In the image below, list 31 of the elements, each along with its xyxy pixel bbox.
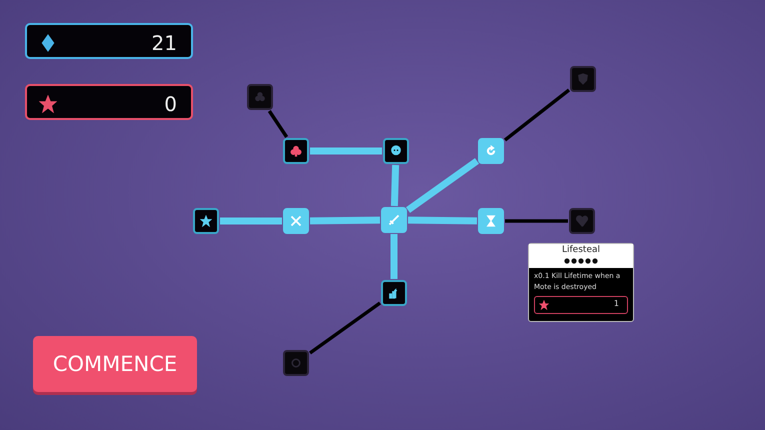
counter-panel <box>25 23 193 59</box>
connector-line <box>408 216 478 224</box>
connector-line <box>310 148 382 154</box>
skill-box <box>283 350 309 376</box>
connector-line <box>268 110 288 138</box>
connector-line <box>310 216 380 224</box>
tooltip-card <box>528 243 634 322</box>
connector-line <box>505 219 568 223</box>
skill-box <box>247 84 273 110</box>
skill-box <box>283 208 309 234</box>
skill-box <box>478 208 504 234</box>
tooltip-title: Lifesteal <box>561 245 601 255</box>
cost-value: 1 <box>614 299 619 308</box>
connector-line <box>390 164 400 206</box>
skill-box <box>381 207 407 233</box>
skill-box <box>383 138 409 164</box>
skill-box <box>478 138 504 164</box>
counter-value: 0 <box>164 92 177 116</box>
connector-line <box>390 234 398 279</box>
counter-value: 21 <box>152 31 177 55</box>
counter-panel <box>25 84 193 120</box>
skill-box <box>570 66 596 92</box>
connector-line <box>220 218 282 224</box>
commence-button: COMMENCE <box>33 336 197 392</box>
skill-box <box>381 280 407 306</box>
skill-box <box>569 208 595 234</box>
connector-line <box>406 158 480 213</box>
skill-box <box>193 208 219 234</box>
connector-line <box>504 88 570 142</box>
skill-box <box>283 138 309 164</box>
connector-line <box>308 302 382 354</box>
